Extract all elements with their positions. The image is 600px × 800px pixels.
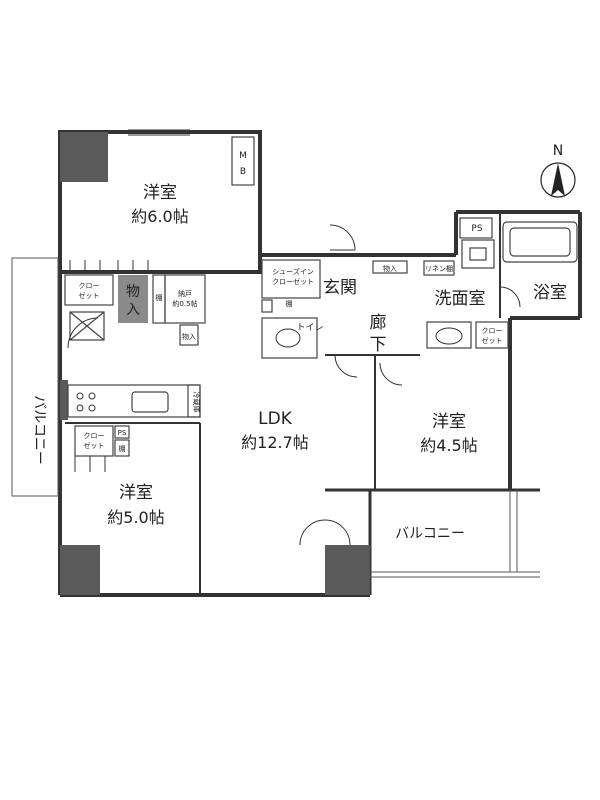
wet-area — [423, 212, 578, 349]
door-balcony — [299, 519, 351, 546]
room-toilet-name: トイレ — [296, 323, 323, 333]
room-western-b-name: 洋室 — [119, 483, 153, 503]
shoes-line2: クローゼット — [272, 277, 314, 286]
mb-box — [231, 136, 255, 186]
closet-c-line2: ゼット — [482, 336, 503, 345]
room-bath-name: 浴室 — [533, 283, 567, 303]
shoes-line1: シューズイン — [272, 267, 314, 276]
room-ldk-name: LDK — [258, 409, 293, 429]
storeroom-line1: 物 — [126, 284, 140, 300]
pillar — [60, 132, 108, 182]
compass: N — [540, 143, 576, 198]
room-washroom-name: 洗面室 — [435, 289, 486, 309]
storeroom-entrance — [372, 260, 408, 274]
room-entrance-name: 玄関 — [323, 278, 357, 298]
compass-north-label: N — [553, 143, 563, 159]
linen-label: リネン棚 — [425, 264, 453, 273]
door-western-c — [379, 362, 403, 386]
nando-line2: 約0.5帖 — [172, 299, 197, 308]
shelf-b-label: 棚 — [119, 444, 126, 453]
pillar — [325, 545, 370, 595]
closet-c-line1: クロー — [482, 327, 503, 335]
balcony-west-label: バルコニー — [31, 395, 47, 465]
shoes-shelf-label: 棚 — [286, 299, 293, 308]
fridge-label: 冷蔵庫 — [192, 392, 201, 413]
compass-arrow-icon — [551, 163, 565, 196]
closet-b-line2: ゼット — [84, 441, 105, 450]
shelf-label: 棚 — [156, 293, 163, 302]
pillar — [60, 380, 68, 420]
nando-line1: 納戸 — [178, 289, 192, 298]
storeroom-small-label: 物入 — [182, 332, 196, 341]
room-hallway-line2: 下 — [370, 335, 387, 355]
room-western-c-size: 約4.5帖 — [420, 436, 477, 455]
balcony-south-label: バルコニー — [395, 526, 465, 542]
door-entrance — [329, 224, 356, 251]
window-top — [128, 129, 190, 136]
room-western-a-name: 洋室 — [143, 183, 177, 203]
closet-b-line1: クロー — [84, 432, 105, 440]
storeroom-entrance-label: 物入 — [383, 264, 397, 273]
room-hallway-line1: 廊 — [370, 313, 387, 333]
balcony-west — [11, 257, 59, 497]
shoes-closet — [261, 259, 321, 359]
room-ldk-size: 約12.7帖 — [241, 433, 309, 452]
storeroom-line2: 入 — [126, 302, 140, 318]
closet-a-line1: クロー — [79, 282, 100, 290]
room-western-b-size: 約5.0帖 — [107, 508, 164, 527]
kitchen-counter — [67, 384, 201, 418]
balcony-south — [370, 490, 540, 578]
mb-label-b: B — [240, 167, 246, 177]
ps-small-label: PS — [118, 429, 127, 437]
closet-row — [64, 260, 255, 346]
fridge-box — [69, 311, 105, 341]
pillar — [60, 545, 100, 595]
room-western-c-name: 洋室 — [432, 412, 466, 432]
closet-a-line2: ゼット — [79, 291, 100, 300]
room-western-a-size: 約6.0帖 — [131, 207, 188, 226]
western-b-storage — [65, 422, 200, 472]
mb-label-m: M — [239, 151, 247, 161]
door-swing — [67, 317, 99, 349]
door-hallway — [334, 354, 358, 378]
ps-top-label: PS — [471, 224, 482, 234]
